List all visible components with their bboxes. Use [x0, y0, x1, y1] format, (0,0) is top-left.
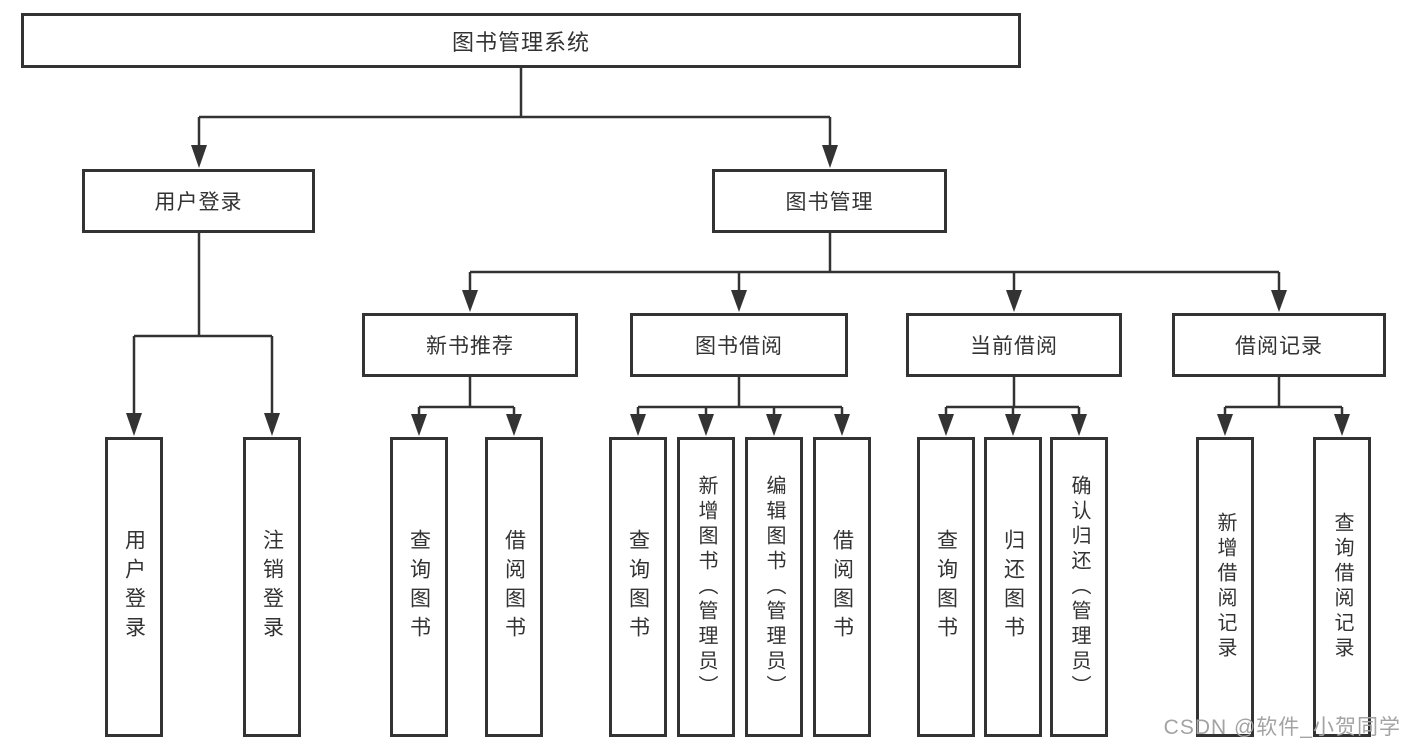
node-new-book-recommend: 新书推荐	[362, 313, 578, 377]
node-root-system: 图书管理系统	[21, 13, 1021, 68]
csdn-watermark: CSDN @软件_小贺同学	[1163, 716, 1401, 739]
node-borrow-records: 借阅记录	[1172, 313, 1386, 377]
leaf-query-books-1: 查询图书	[390, 437, 448, 737]
leaf-edit-books-admin: 编辑图书（管理员）	[745, 437, 803, 737]
leaf-query-borrow-record: 查询借阅记录	[1313, 437, 1371, 737]
arrowhead-icons	[126, 145, 1350, 436]
leaf-user-login: 用户登录	[105, 437, 163, 737]
leaf-return-books: 归还图书	[984, 437, 1042, 737]
leaf-add-books-admin: 新增图书（管理员）	[677, 437, 735, 737]
leaf-borrow-books-1: 借阅图书	[485, 437, 543, 737]
leaf-borrow-books-2: 借阅图书	[813, 437, 871, 737]
leaf-query-books-2: 查询图书	[609, 437, 667, 737]
node-book-management: 图书管理	[712, 169, 947, 233]
leaf-add-borrow-record: 新增借阅记录	[1196, 437, 1254, 737]
leaf-logout: 注销登录	[243, 437, 301, 737]
node-current-borrow: 当前借阅	[906, 313, 1122, 377]
leaf-confirm-return-admin: 确认归还（管理员）	[1050, 437, 1108, 737]
node-user-login: 用户登录	[82, 169, 315, 233]
leaf-query-books-3: 查询图书	[917, 437, 975, 737]
node-book-borrow: 图书借阅	[630, 313, 848, 377]
